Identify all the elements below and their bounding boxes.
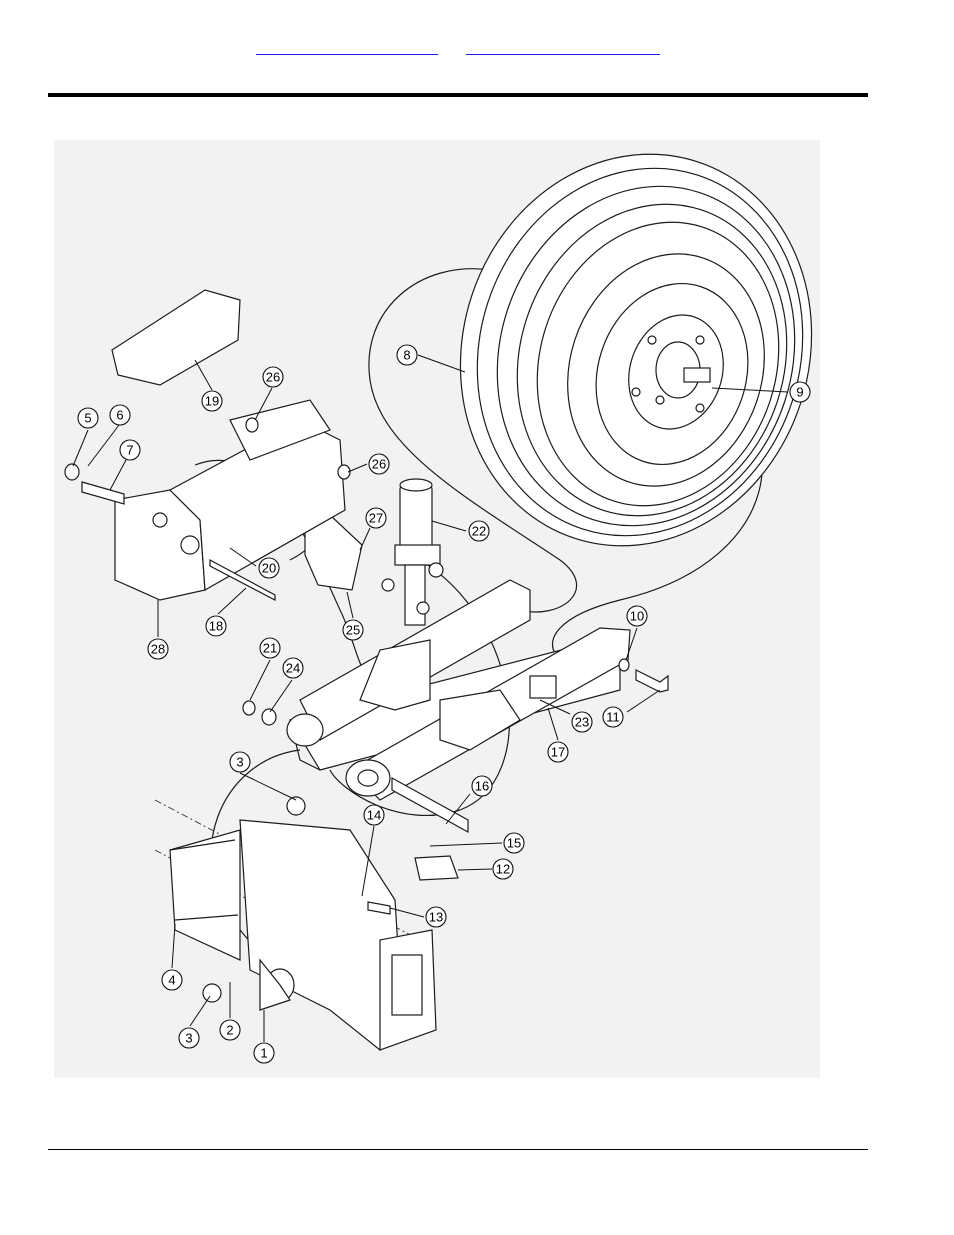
svg-text:19: 19 (205, 394, 219, 409)
svg-text:28: 28 (151, 642, 165, 657)
svg-text:8: 8 (403, 348, 410, 363)
callout-16: 16 (471, 775, 493, 797)
callout-13: 13 (425, 906, 447, 928)
hitch-bracket-28 (114, 399, 346, 601)
svg-text:21: 21 (263, 641, 277, 656)
rod-18 (209, 558, 276, 601)
callout-28: 28 (147, 638, 169, 660)
svg-text:26: 26 (372, 457, 386, 472)
callout-14: 14 (363, 804, 385, 826)
svg-text:14: 14 (367, 808, 381, 823)
svg-text:17: 17 (551, 745, 565, 760)
svg-text:22: 22 (472, 524, 486, 539)
svg-text:1: 1 (260, 1046, 267, 1061)
svg-text:11: 11 (606, 710, 620, 725)
callout-3a: 3 (229, 751, 251, 773)
washer-10 (618, 658, 630, 672)
fitting-26b (337, 464, 351, 480)
svg-text:3: 3 (185, 1031, 192, 1046)
callout-7: 7 (119, 439, 141, 461)
callout-27: 27 (365, 507, 387, 529)
pin-16 (391, 776, 469, 834)
callout-15: 15 (503, 832, 525, 854)
svg-text:5: 5 (84, 411, 91, 426)
svg-text:18: 18 (209, 619, 223, 634)
svg-text:6: 6 (116, 408, 123, 423)
callout-18: 18 (205, 615, 227, 637)
callout-6: 6 (109, 404, 131, 426)
tire (459, 153, 813, 547)
callout-21: 21 (259, 637, 281, 659)
svg-text:15: 15 (507, 836, 521, 851)
callout-19: 19 (201, 390, 223, 412)
svg-text:10: 10 (630, 609, 644, 624)
header-rule (48, 93, 868, 97)
callout-17: 17 (547, 741, 569, 763)
callout-9: 9 (789, 381, 811, 403)
guide-19 (111, 289, 241, 386)
fitting-26 (245, 417, 259, 433)
callout-2: 2 (219, 1019, 241, 1041)
svg-text:24: 24 (286, 661, 300, 676)
mount-assembly (169, 796, 459, 1052)
callout-12: 12 (492, 858, 514, 880)
callout-10: 10 (626, 605, 648, 627)
loop-curve (368, 268, 577, 613)
svg-text:2: 2 (226, 1023, 233, 1038)
svg-text:9: 9 (796, 385, 803, 400)
callout-1: 1 (253, 1042, 275, 1064)
callout-23: 23 (571, 711, 593, 733)
svg-text:12: 12 (496, 862, 510, 877)
leader-lines (72, 354, 789, 1042)
callout-22: 22 (468, 520, 490, 542)
axle-frame (286, 579, 631, 801)
svg-text:3: 3 (236, 755, 243, 770)
axis-line (154, 799, 421, 941)
callout-24: 24 (282, 657, 304, 679)
pin-7 (81, 481, 125, 505)
callout-4: 4 (161, 969, 183, 991)
svg-text:23: 23 (575, 715, 589, 730)
spindle-22 (359, 478, 444, 711)
svg-text:20: 20 (262, 561, 276, 576)
svg-text:4: 4 (168, 973, 175, 988)
svg-text:7: 7 (126, 443, 133, 458)
svg-text:26: 26 (266, 370, 280, 385)
svg-text:13: 13 (429, 910, 443, 925)
callout-5: 5 (77, 407, 99, 429)
header-link-1[interactable] (256, 42, 438, 55)
callout-11: 11 (602, 706, 624, 728)
washer-21 (242, 700, 256, 716)
callout-3b: 3 (178, 1027, 200, 1049)
callout-26a: 26 (262, 366, 284, 388)
header-link-2[interactable] (466, 42, 660, 55)
callout-20: 20 (258, 557, 280, 579)
svg-text:25: 25 (346, 623, 360, 638)
svg-text:27: 27 (369, 511, 383, 526)
bolt-11 (635, 669, 669, 693)
callout-8: 8 (396, 344, 418, 366)
washer-5 (64, 463, 80, 481)
callout-26b: 26 (368, 453, 390, 475)
footer-rule (48, 1149, 868, 1150)
washer-24 (261, 708, 277, 726)
svg-text:16: 16 (475, 779, 489, 794)
callout-25: 25 (342, 619, 364, 641)
